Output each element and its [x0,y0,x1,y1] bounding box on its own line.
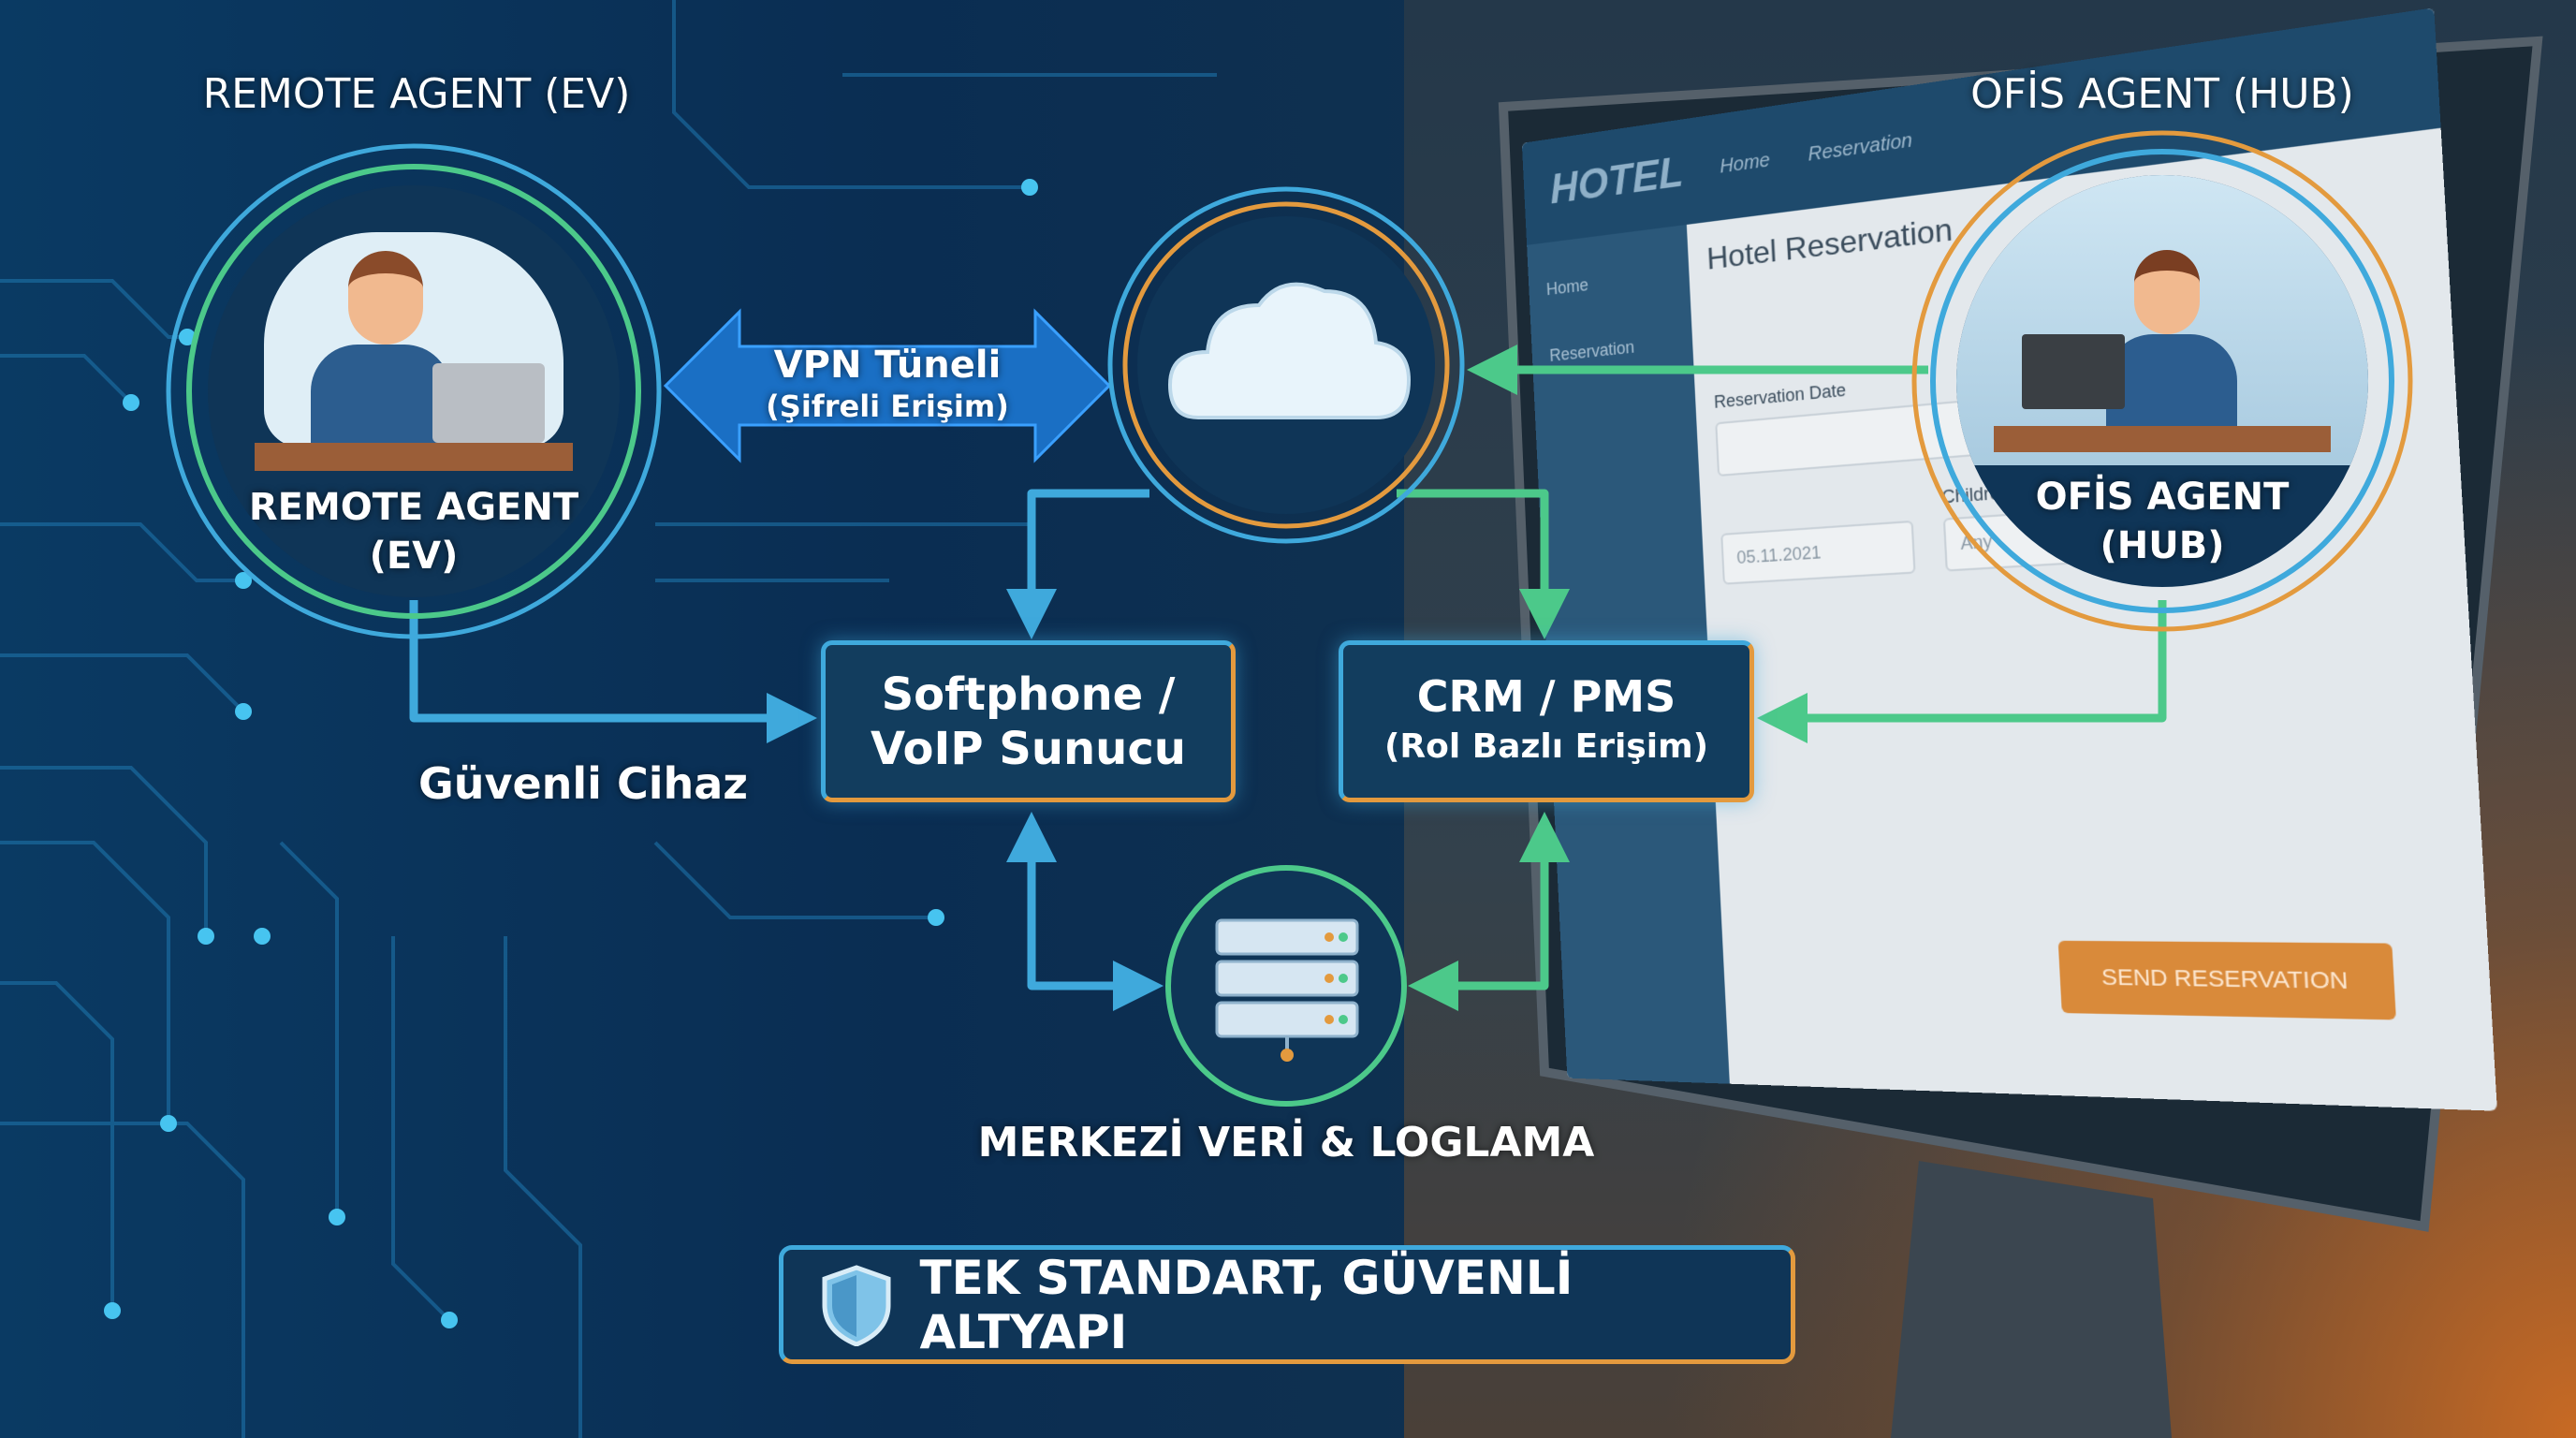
vpn-sublabel: (Şifreli Erişim) [766,389,1009,424]
laptop-icon [432,363,545,443]
softphone-server-arrow [1006,812,1164,1011]
remote-agent-node: REMOTE AGENT (EV) [208,185,620,597]
desk [255,443,573,471]
crm-server-arrow [1408,812,1570,1011]
cloud-icon [1167,282,1412,419]
computer-monitor-icon [2022,334,2125,409]
shield-icon [822,1264,891,1346]
banner-text: TEK STANDART, GÜVENLİ ALTYAPI [919,1250,1573,1359]
office-to-crm-arrow [1757,600,2167,743]
remote-to-softphone-arrow [409,600,817,743]
office-agent-sublabel: (HUB) [2100,524,2225,567]
office-agent-avatar [2134,250,2200,334]
cloud-node [1137,216,1435,514]
agent-body [311,345,451,448]
remote-agent-label: REMOTE AGENT [248,486,579,529]
office-agent-node: OFİS AGENT (HUB) [1956,175,2368,587]
office-agent-title: OFİS AGENT (HUB) [1970,70,2354,118]
crm-sublabel: (Rol Bazlı Erişim) [1383,726,1709,766]
office-agent-body [2106,334,2237,428]
softphone-voip-server-box: Softphone / VoIP Sunucu [821,640,1236,802]
remote-agent-title: REMOTE AGENT (EV) [202,70,631,118]
secure-device-label: Güvenli Cihaz [417,758,749,809]
crm-pms-box: CRM / PMS (Rol Bazlı Erişim) [1339,640,1754,802]
office-agent-label: OFİS AGENT [2035,476,2290,519]
agent-headset-icon [348,251,423,345]
crm-label: CRM / PMS [1416,670,1676,722]
central-data-logging-label: MERKEZİ VERİ & LOGLAMA [977,1119,1595,1167]
server-icon [1215,918,1359,1062]
secure-infrastructure-banner: TEK STANDART, GÜVENLİ ALTYAPI [779,1245,1795,1364]
cloud-to-crm-arrow [1397,489,1570,639]
cloud-to-softphone-arrow [1006,489,1149,639]
voip-label: VoIP Sunucu [871,722,1186,775]
remote-agent-sublabel: (EV) [369,535,459,578]
vpn-label: VPN Tüneli [773,344,1002,387]
office-desk [1994,426,2331,452]
softphone-label: Softphone / [881,668,1176,721]
